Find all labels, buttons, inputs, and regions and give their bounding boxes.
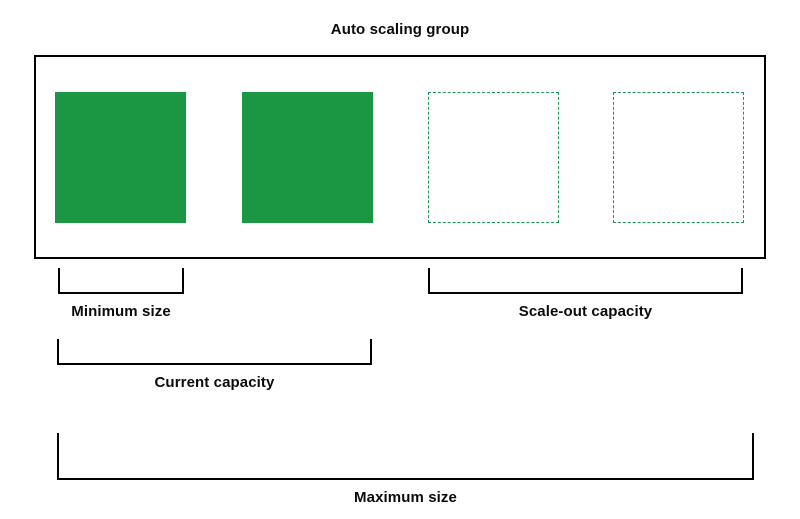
maximum-size-label: Maximum size bbox=[354, 489, 457, 506]
pending-instance-square bbox=[428, 92, 559, 223]
auto-scaling-group-box bbox=[34, 55, 766, 259]
running-instance-square bbox=[55, 92, 186, 223]
minimum-size-bracket bbox=[58, 268, 184, 294]
pending-instance-square bbox=[613, 92, 744, 223]
scale-out-capacity-bracket bbox=[428, 268, 743, 294]
current-capacity-bracket bbox=[57, 339, 372, 365]
minimum-size-label: Minimum size bbox=[71, 303, 171, 320]
scale-out-capacity-label: Scale-out capacity bbox=[518, 303, 653, 320]
diagram-title: Auto scaling group bbox=[330, 21, 470, 38]
maximum-size-bracket bbox=[57, 433, 754, 480]
running-instance-square bbox=[242, 92, 373, 223]
current-capacity-label: Current capacity bbox=[154, 374, 275, 391]
